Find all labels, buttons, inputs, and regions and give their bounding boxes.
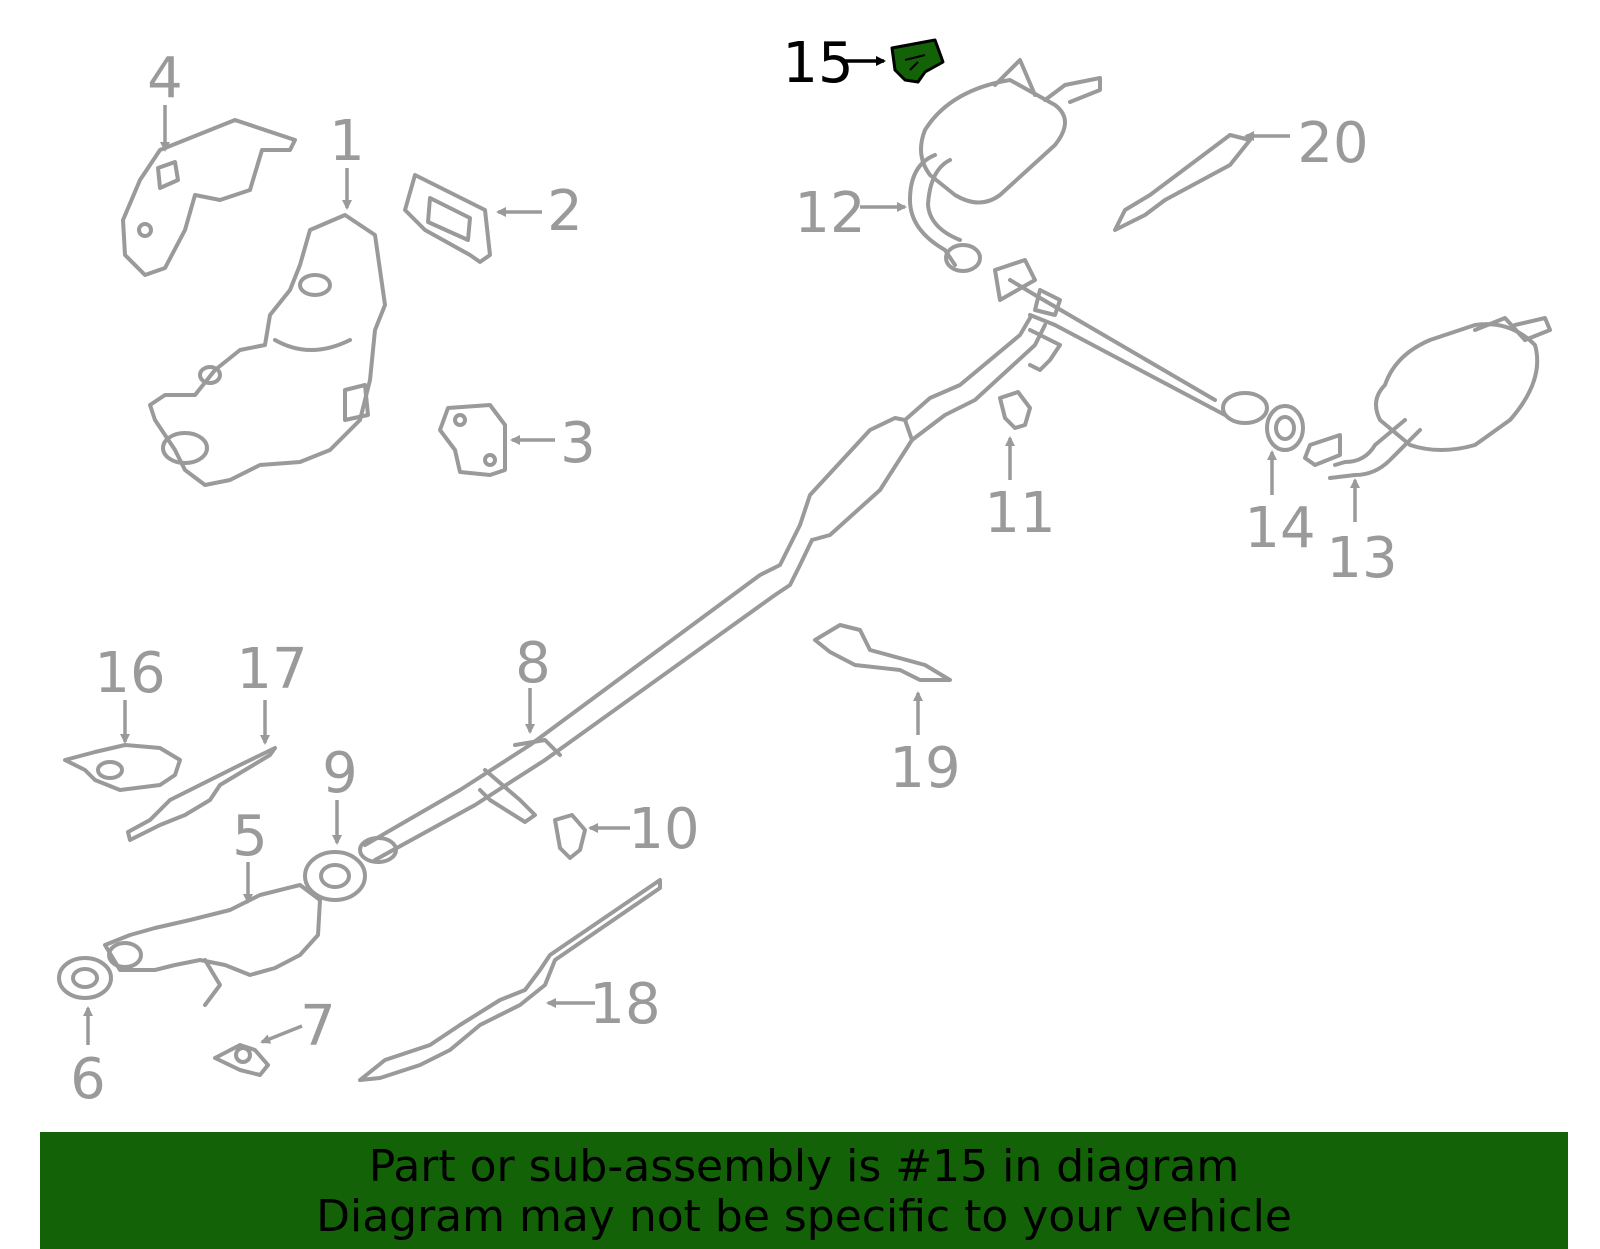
part-17-heat-shield-strip <box>126 746 277 842</box>
part-11-hanger <box>998 390 1032 430</box>
callout-1: 1 <box>329 109 365 174</box>
part-8-center-pipe <box>358 258 1269 864</box>
callout-16: 16 <box>94 641 165 706</box>
callout-arrows <box>83 105 1360 1045</box>
callout-8: 8 <box>515 631 551 696</box>
part-3-bracket <box>438 403 507 477</box>
part-20-heat-shield <box>1113 133 1252 232</box>
callout-13: 13 <box>1326 526 1397 591</box>
banner-line-2: Diagram may not be specific to your vehi… <box>316 1191 1292 1242</box>
part-15-exhaust-hanger <box>890 38 945 84</box>
part-13-rear-muffler-right <box>1303 316 1552 480</box>
part-12-rear-muffler-left <box>908 58 1102 273</box>
part-4-heat-shield <box>121 118 297 277</box>
info-banner: Part or sub-assembly is #15 in diagram D… <box>40 1132 1568 1249</box>
callout-17: 17 <box>236 637 307 702</box>
callout-10: 10 <box>628 797 699 862</box>
callout-19: 19 <box>889 736 960 801</box>
part-6-gasket <box>57 956 113 1000</box>
callout-12: 12 <box>794 181 865 246</box>
exhaust-system-diagram: 1 2 3 4 5 6 7 8 9 10 11 12 13 14 15 16 1… <box>57 31 1552 1112</box>
callout-6: 6 <box>70 1047 106 1112</box>
part-5-front-pipe-converter <box>103 883 322 1007</box>
callout-3: 3 <box>560 411 596 476</box>
callout-5: 5 <box>232 804 268 869</box>
callout-20: 20 <box>1297 111 1368 176</box>
callout-4: 4 <box>147 46 183 111</box>
callout-7: 7 <box>300 994 336 1059</box>
part-1-exhaust-manifold <box>148 213 387 487</box>
part-7-clamp <box>213 1043 270 1077</box>
callout-9: 9 <box>322 741 358 806</box>
callout-15: 15 <box>782 31 853 96</box>
part-18-heat-shield <box>358 878 662 1082</box>
part-10-hanger <box>553 813 587 860</box>
banner-line-1: Part or sub-assembly is #15 in diagram <box>368 1141 1240 1192</box>
part-19-bracket <box>813 623 952 682</box>
part-16-heat-shield <box>63 743 182 792</box>
callout-18: 18 <box>589 972 660 1037</box>
callout-11: 11 <box>984 481 1055 546</box>
part-9-gasket <box>303 850 367 902</box>
part-14-gasket <box>1265 404 1305 452</box>
callout-2: 2 <box>547 179 583 244</box>
callout-14: 14 <box>1244 496 1315 561</box>
part-2-gasket <box>403 173 492 264</box>
